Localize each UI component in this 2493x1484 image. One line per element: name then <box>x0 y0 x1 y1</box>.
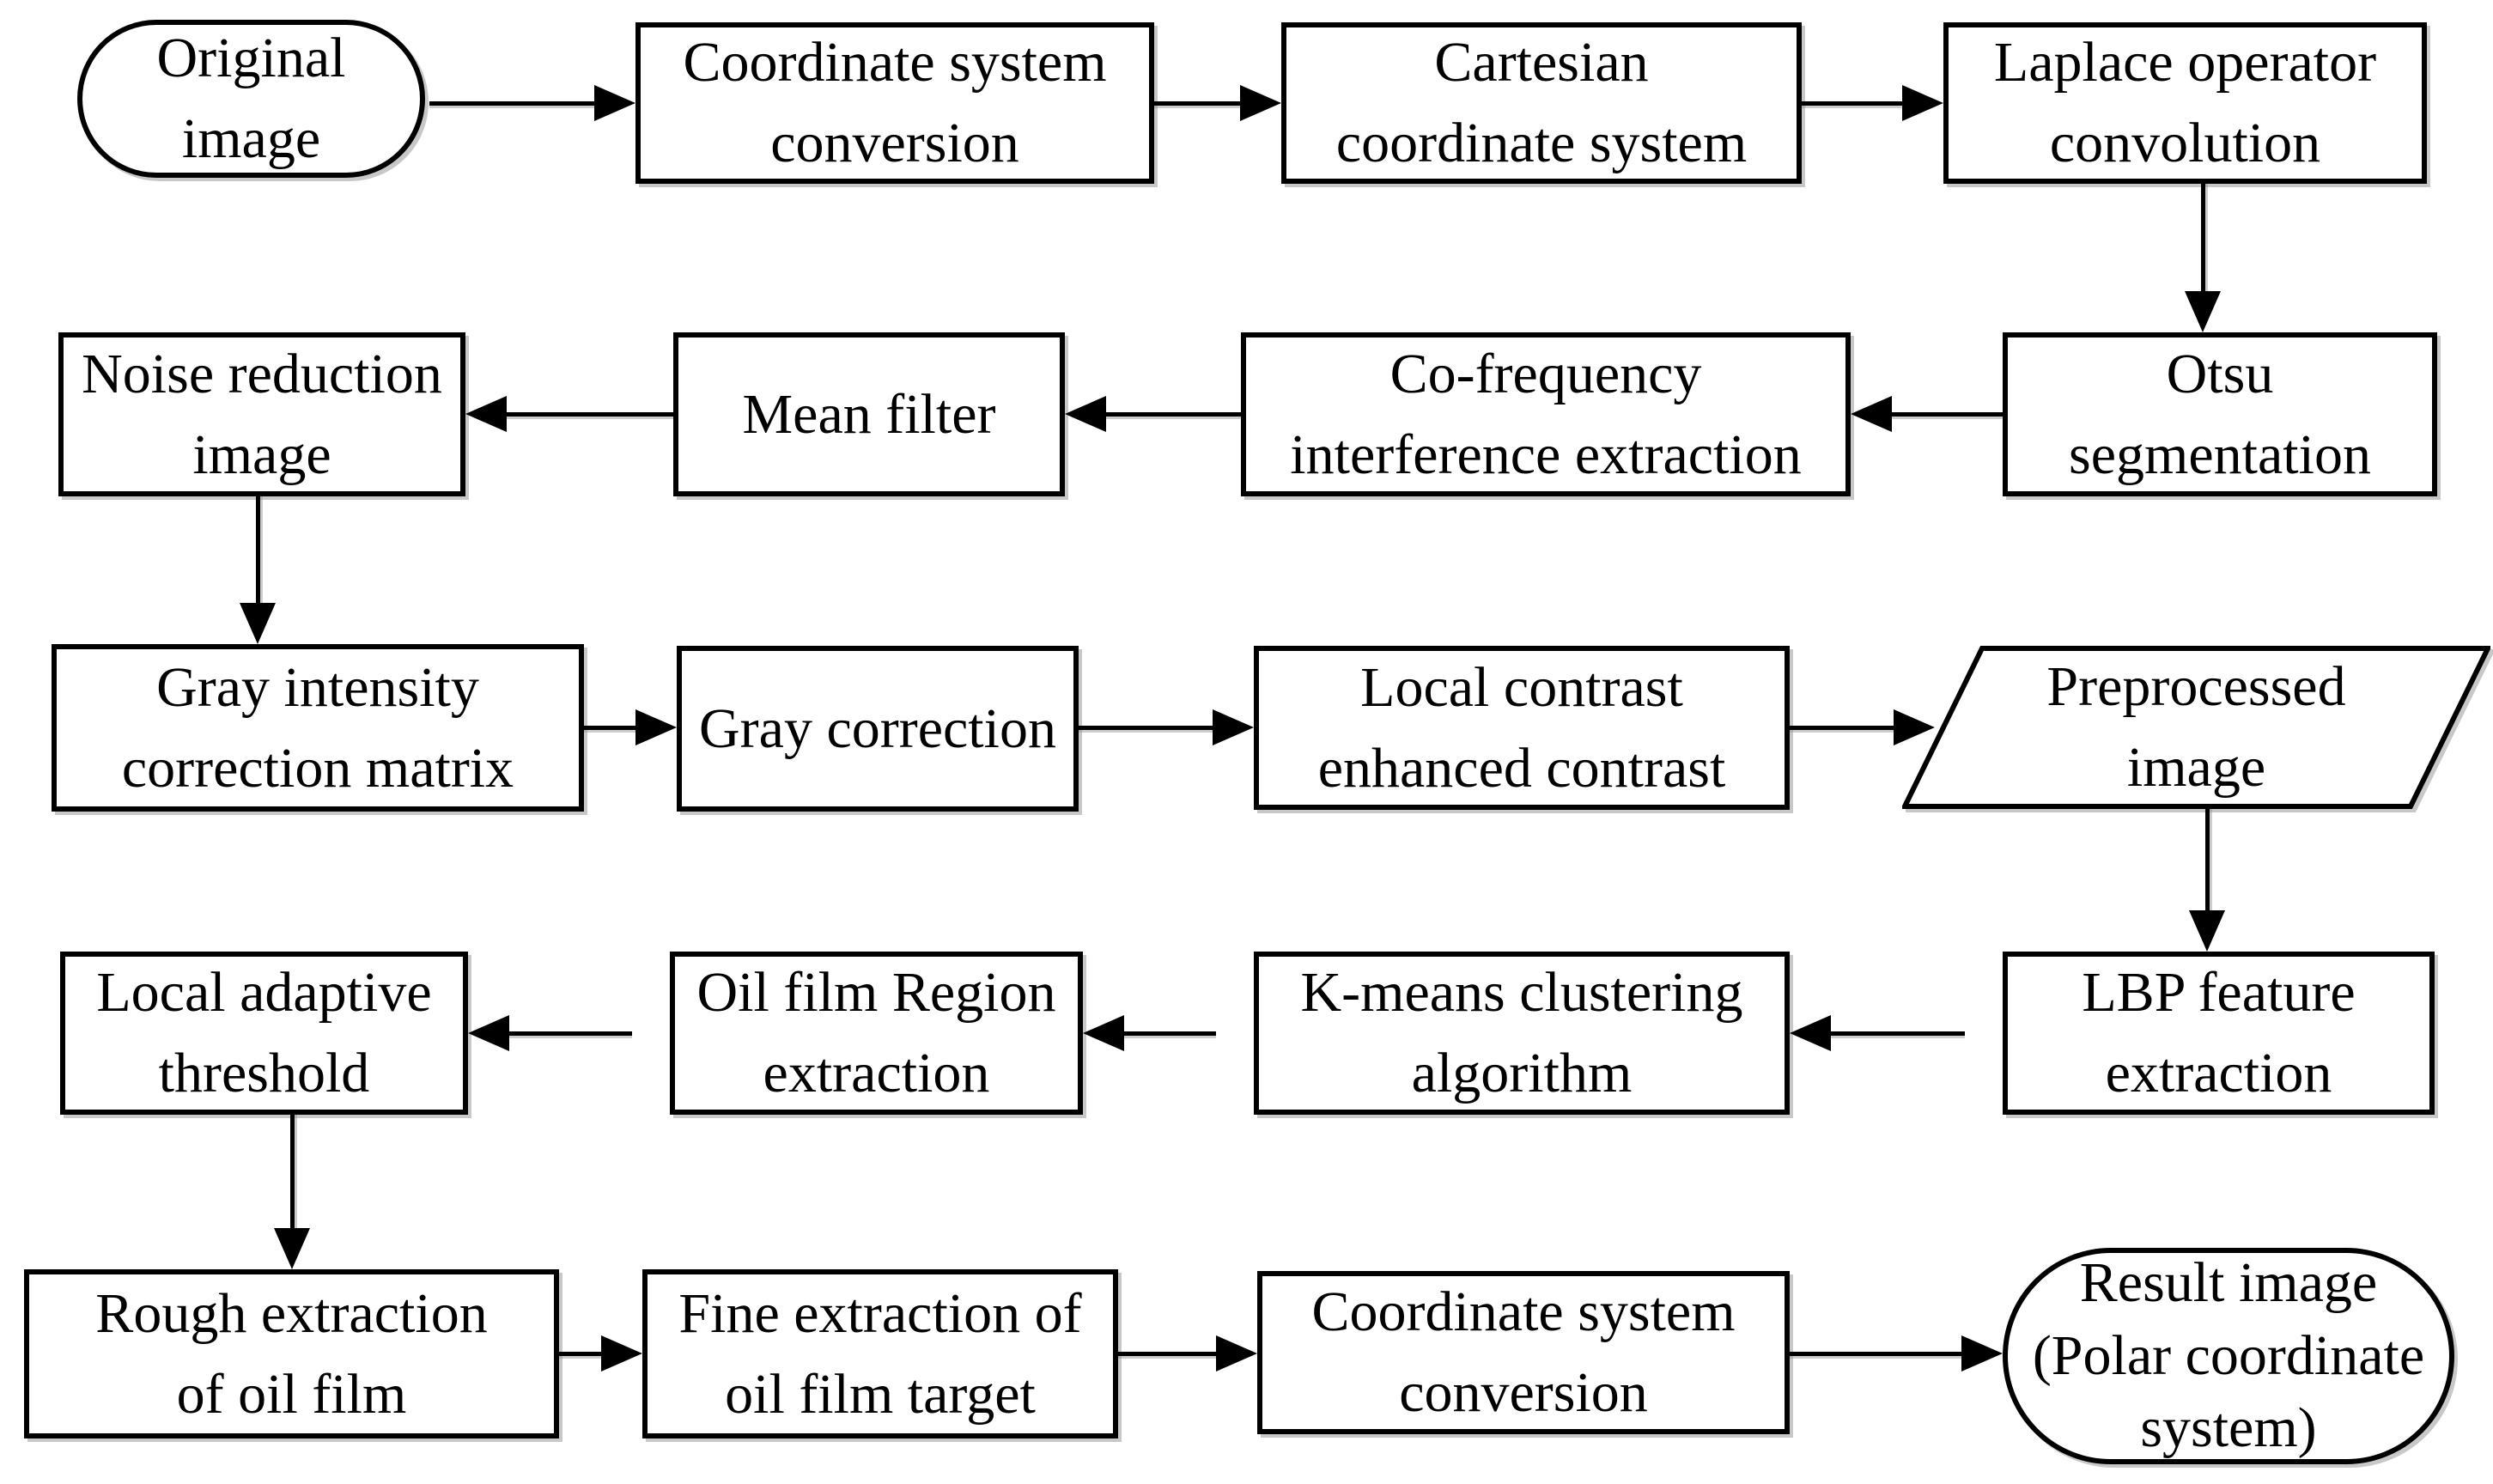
node-result-image: Result image (Polar coordinate system) <box>2003 1248 2454 1464</box>
node-lbp-feature-extraction: LBP feature extraction <box>2003 952 2435 1115</box>
edge-line <box>584 726 639 730</box>
node-label: Preprocessed image <box>2046 655 2346 799</box>
edge-line <box>2201 184 2205 295</box>
arrowhead-left-icon <box>1851 396 1892 432</box>
node-otsu-segmentation: Otsu segmentation <box>2003 332 2437 496</box>
arrowhead-right-icon <box>1240 85 1281 121</box>
node-cartesian-coordinate-system: Cartesian coordinate system <box>1281 22 1802 184</box>
edge-line <box>1154 101 1243 106</box>
arrowhead-right-icon <box>1894 709 1935 745</box>
arrowhead-right-icon <box>1961 1335 2003 1371</box>
arrowhead-left-icon <box>1065 396 1106 432</box>
arrowhead-right-icon <box>1213 709 1254 745</box>
parallelogram-shape <box>1902 646 2490 809</box>
edge-line <box>1079 726 1216 730</box>
node-fine-extraction-of-oil-film-target: Fine extraction of oil film target <box>642 1269 1118 1438</box>
node-rough-extraction-of-oil-film: Rough extraction of oil film <box>24 1269 559 1438</box>
arrowhead-right-icon <box>635 709 677 745</box>
edge-line <box>503 412 673 417</box>
node-k-means-clustering-algorithm: K-means clustering algorithm <box>1254 952 1790 1115</box>
arrowhead-right-icon <box>601 1335 642 1371</box>
node-coordinate-system-conversion-1: Coordinate system conversion <box>635 22 1154 184</box>
arrowhead-down-icon <box>240 603 276 644</box>
edge-line <box>1790 1352 1965 1356</box>
node-coordinate-system-conversion-2: Coordinate system conversion <box>1257 1271 1790 1434</box>
edge-line <box>1827 1031 1965 1036</box>
node-original-image: Original image <box>77 20 425 178</box>
node-oil-film-region-extraction: Oil film Region extraction <box>670 952 1083 1115</box>
arrowhead-down-icon <box>2189 910 2225 952</box>
edge-line <box>256 496 260 606</box>
edge-line <box>1888 412 2003 417</box>
edge-line <box>1103 412 1241 417</box>
arrowhead-down-icon <box>274 1228 310 1269</box>
arrowhead-right-icon <box>1216 1335 1257 1371</box>
arrowhead-left-icon <box>468 1015 509 1051</box>
node-mean-filter: Mean filter <box>673 332 1065 496</box>
edge-line <box>506 1031 632 1036</box>
edge-line <box>2205 809 2210 914</box>
arrowhead-left-icon <box>465 396 507 432</box>
edge-line <box>429 101 598 106</box>
edge-line <box>1121 1031 1216 1036</box>
edge-line <box>1790 726 1897 730</box>
edge-line <box>559 1352 605 1356</box>
node-gray-intensity-correction-matrix: Gray intensity correction matrix <box>52 644 584 812</box>
node-local-adaptive-threshold: Local adaptive threshold <box>60 952 468 1115</box>
node-laplace-operator-convolution: Laplace operator convolution <box>1943 22 2427 184</box>
arrowhead-right-icon <box>1902 85 1943 121</box>
arrowhead-left-icon <box>1083 1015 1124 1051</box>
node-preprocessed-image: Preprocessed image <box>1902 646 2490 809</box>
edge-line <box>290 1115 295 1232</box>
arrowhead-left-icon <box>1790 1015 1831 1051</box>
node-noise-reduction-image: Noise reduction image <box>58 332 465 496</box>
edge-line <box>1118 1352 1219 1356</box>
node-gray-correction: Gray correction <box>677 646 1079 812</box>
node-local-contrast-enhanced-contrast: Local contrast enhanced contrast <box>1254 646 1790 810</box>
node-co-frequency-interference-extraction: Co-frequency interference extraction <box>1241 332 1851 496</box>
arrowhead-right-icon <box>594 85 635 121</box>
edge-line <box>1802 101 1906 106</box>
arrowhead-down-icon <box>2185 291 2221 332</box>
